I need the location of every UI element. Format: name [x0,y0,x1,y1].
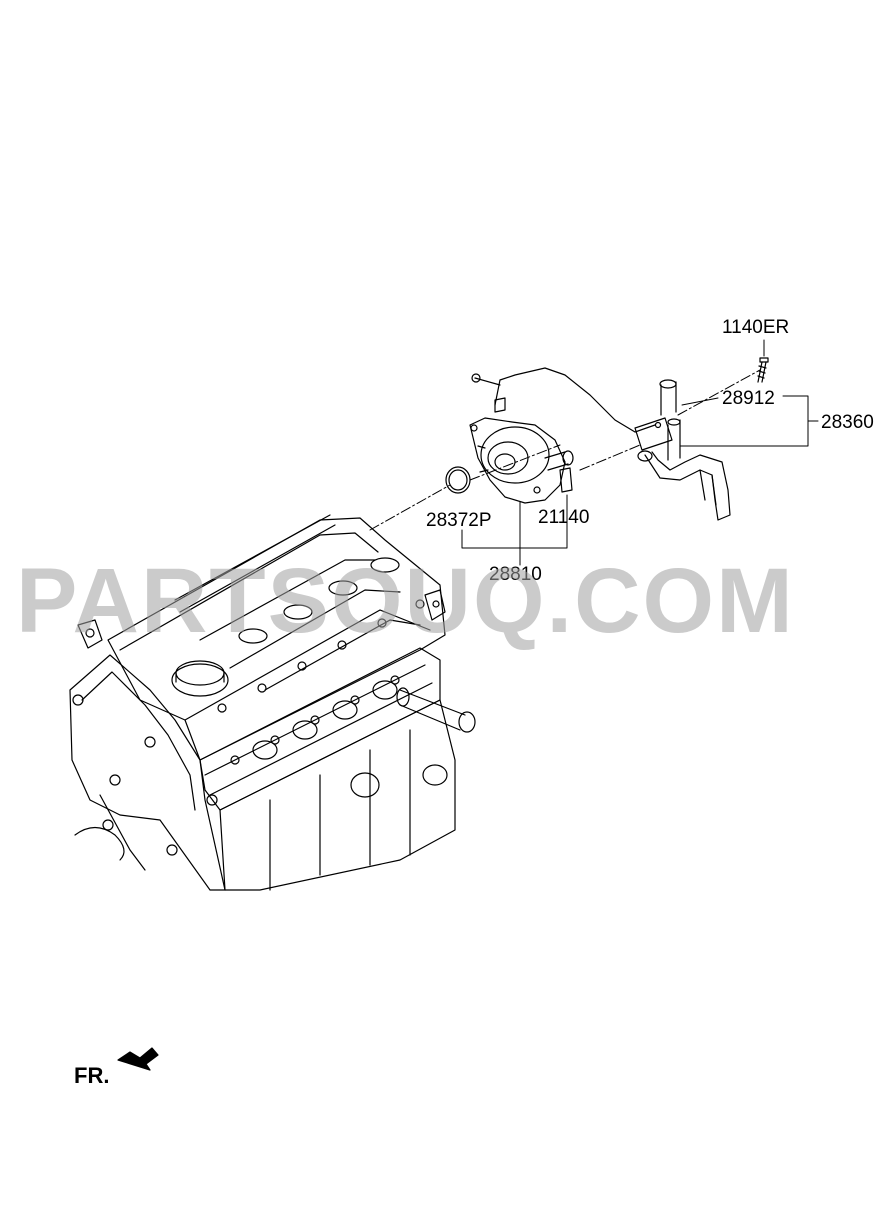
callout-21140: 21140 [538,507,590,528]
callout-1140er: 1140ER [722,317,790,338]
vacuum-pump-illustration [469,367,656,504]
callout-28372p: 28372P [426,510,492,531]
callout-28810: 28810 [489,564,542,585]
callout-28912: 28912 [722,388,775,409]
engine-block-illustration [69,514,476,891]
leader-lines [369,339,819,566]
callout-28360: 28360 [821,412,874,433]
front-direction-label: FR. [74,1063,110,1088]
front-arrow-icon [117,1047,159,1071]
o-ring-illustration [445,466,471,494]
watermark: PARTSOUQ.COM [16,550,795,652]
hose-assembly-illustration [634,357,769,521]
